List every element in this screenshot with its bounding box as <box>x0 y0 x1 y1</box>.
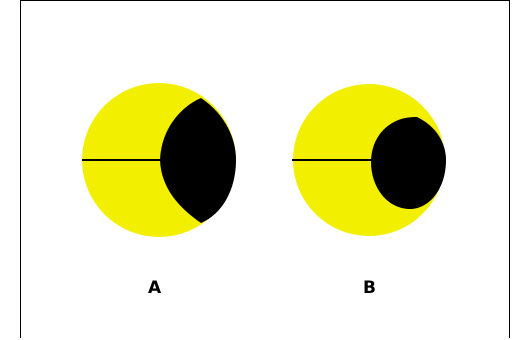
label-a: A <box>148 278 162 298</box>
label-b: B <box>363 278 376 298</box>
figure-a: A <box>82 83 236 298</box>
figure-b: B <box>292 84 446 298</box>
